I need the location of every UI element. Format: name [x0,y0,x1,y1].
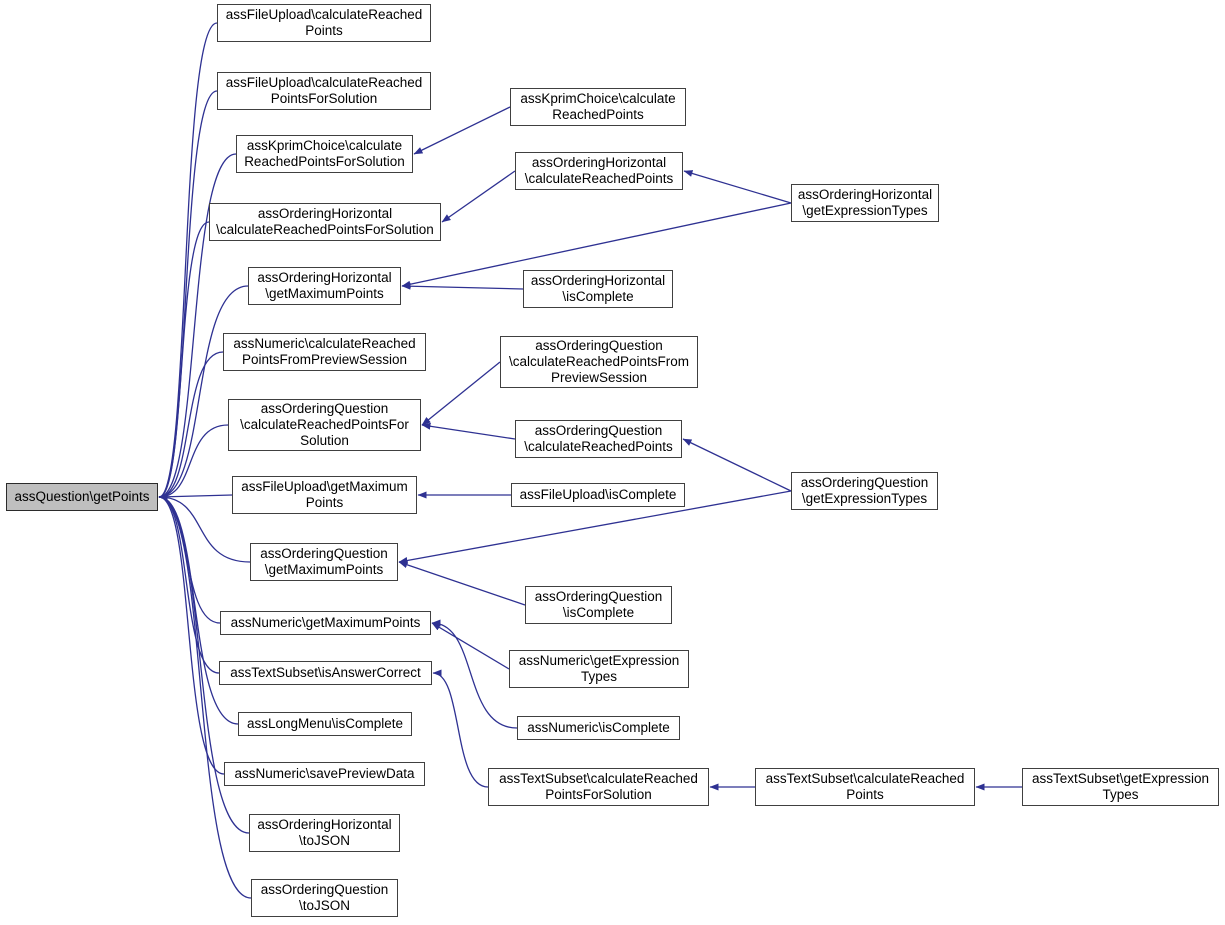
graph-node-root[interactable]: assQuestion\getPoints [6,483,158,511]
graph-node-label: assOrderingHorizontal \getExpressionType… [797,187,933,218]
graph-edge-oq_crp-to-oq_crpfs [421,422,516,440]
graph-edge-nu_crpfps-to-root [158,351,224,501]
graph-node-ts_crpfs[interactable]: assTextSubset\calculateReached PointsFor… [488,768,709,806]
graph-edge-oq_tojson-to-root [158,493,252,899]
graph-node-label: assFileUpload\isComplete [519,487,677,503]
graph-edge-fu_crpfs-to-root [158,90,218,501]
graph-node-label: assKprimChoice\calculate ReachedPoints [520,91,676,122]
graph-node-label: assNumeric\getExpression Types [518,653,680,684]
graph-edge-fu_crp-to-root [158,22,218,501]
graph-node-fu_ic[interactable]: assFileUpload\isComplete [511,483,685,507]
graph-node-label: assOrderingQuestion \isComplete [534,589,663,620]
graph-node-nu_gmp[interactable]: assNumeric\getMaximumPoints [220,611,431,635]
graph-node-label: assOrderingHorizontal \isComplete [530,273,666,304]
graph-node-label: assOrderingHorizontal \getMaximumPoints [257,270,392,301]
graph-node-label: assOrderingHorizontal \calculateReachedP… [216,206,434,237]
graph-node-oh_gmp[interactable]: assOrderingHorizontal \getMaximumPoints [248,267,401,305]
graph-node-oq_crpfps[interactable]: assOrderingQuestion \calculateReachedPoi… [500,336,698,388]
graph-node-label: assTextSubset\isAnswerCorrect [230,665,421,681]
graph-node-label: assKprimChoice\calculate ReachedPointsFo… [244,138,405,169]
graph-node-oh_crpfs[interactable]: assOrderingHorizontal \calculateReachedP… [209,203,441,241]
graph-edge-ts_iac-to-root [158,493,220,674]
graph-node-label: assLongMenu\isComplete [246,716,404,732]
graph-node-nu_crpfps[interactable]: assNumeric\calculateReached PointsFromPr… [223,333,426,371]
graph-edge-oh_crpfs-to-root [158,221,210,501]
graph-node-label: assNumeric\calculateReached PointsFromPr… [233,336,416,367]
graph-node-label: assOrderingHorizontal \toJSON [257,817,392,848]
graph-node-label: assOrderingQuestion \getMaximumPoints [260,546,388,577]
graph-node-ts_get[interactable]: assTextSubset\getExpression Types [1022,768,1219,806]
graph-node-label: assOrderingQuestion \calculateReachedPoi… [240,401,409,448]
graph-node-label: assTextSubset\getExpression Types [1031,771,1210,802]
graph-node-nu_ic[interactable]: assNumeric\isComplete [517,716,680,740]
graph-edge-oq_get-to-oq_crp [682,438,792,492]
graph-edge-nu_ic-to-nu_gmp [431,619,518,729]
graph-node-label: assOrderingQuestion \getExpressionTypes [800,475,929,506]
graph-node-nu_spd[interactable]: assNumeric\saveP­reviewData [224,762,425,786]
graph-node-label: assNumeric\getMaximumPoints [230,615,421,631]
graph-node-oq_get[interactable]: assOrderingQuestion \getExpressionTypes [791,472,938,510]
graph-edge-kp_crp-to-kp_crpfs [413,106,511,155]
graph-edge-oq_ic-to-oq_gmp [398,561,526,606]
graph-node-label: assOrderingQuestion \calculateReachedPoi… [508,338,690,385]
graph-edge-ts_crpfs-to-ts_iac [432,669,489,788]
graph-edge-oh_crp-to-oh_crpfs [441,170,516,223]
graph-node-oq_crpfs[interactable]: assOrderingQuestion \calculateReachedPoi… [228,399,421,451]
graph-edge-oq_crpfps-to-oq_crpfs [421,361,501,426]
graph-node-label: assNumeric\isComplete [527,720,670,736]
graph-node-label: assTextSubset\calculateReached Points [765,771,965,802]
graph-edge-nu_gmp-to-root [158,493,221,624]
graph-node-oq_ic[interactable]: assOrderingQuestion \isComplete [525,586,672,624]
graph-node-label: assFileUpload\calculateReached PointsFor… [225,75,423,106]
graph-edge-oh_gmp-to-root [158,285,249,501]
graph-node-fu_crp[interactable]: assFileUpload\calculateReached Points [217,4,431,42]
graph-edge-oh_get-to-oh_crp [683,170,792,204]
graph-edge-oq_crpfs-to-root [158,424,229,501]
graph-node-oq_gmp[interactable]: assOrderingQuestion \getMaximumPoints [250,543,398,581]
graph-node-label: assFileUpload\calculateReached Points [225,7,423,38]
graph-edge-nu_spd-to-root [158,493,225,775]
graph-node-oh_get[interactable]: assOrderingHorizontal \getExpressionType… [791,184,939,222]
graph-node-oq_tojson[interactable]: assOrderingQuestion \toJSON [251,879,398,917]
graph-node-fu_gmp[interactable]: assFileUpload\getMaximum Points [232,476,417,514]
graph-node-kp_crp[interactable]: assKprimChoice\calculate ReachedPoints [510,88,686,126]
graph-node-nu_get[interactable]: assNumeric\getExpression Types [509,650,689,688]
graph-edge-oh_ic-to-oh_gmp [401,282,524,290]
graph-node-fu_crpfs[interactable]: assFileUpload\calculateReached PointsFor… [217,72,431,110]
graph-node-oh_crp[interactable]: assOrderingHorizontal \calculateReachedP… [515,152,683,190]
graph-node-ts_iac[interactable]: assTextSubset\isAnswerCorrect [219,661,432,685]
graph-node-label: assOrderingHorizontal \calculateReachedP… [524,155,674,186]
graph-node-label: assOrderingQuestion \toJSON [260,882,389,913]
graph-node-oh_ic[interactable]: assOrderingHorizontal \isComplete [523,270,673,308]
graph-edge-nu_get-to-nu_gmp [431,622,510,670]
graph-node-oq_crp[interactable]: assOrderingQuestion \calculateReachedPoi… [515,420,682,458]
graph-node-label: assFileUpload\getMaximum Points [241,479,408,510]
graph-node-label: assQuestion\getPoints [14,489,150,505]
graph-node-label: assOrderingQuestion \calculateReachedPoi… [524,423,673,454]
graph-node-label: assTextSubset\calculateReached PointsFor… [499,771,698,802]
graph-node-ts_crp[interactable]: assTextSubset\calculateReached Points [755,768,975,806]
graph-node-oh_tojson[interactable]: assOrderingHorizontal \toJSON [249,814,400,852]
graph-node-kp_crpfs[interactable]: assKprimChoice\calculate ReachedPointsFo… [236,135,413,173]
graph-edge-fu_gmp-to-root [158,493,233,501]
graph-node-lm_ic[interactable]: assLongMenu\isComplete [238,712,412,736]
graph-node-label: assNumeric\saveP­reviewData [234,766,415,782]
